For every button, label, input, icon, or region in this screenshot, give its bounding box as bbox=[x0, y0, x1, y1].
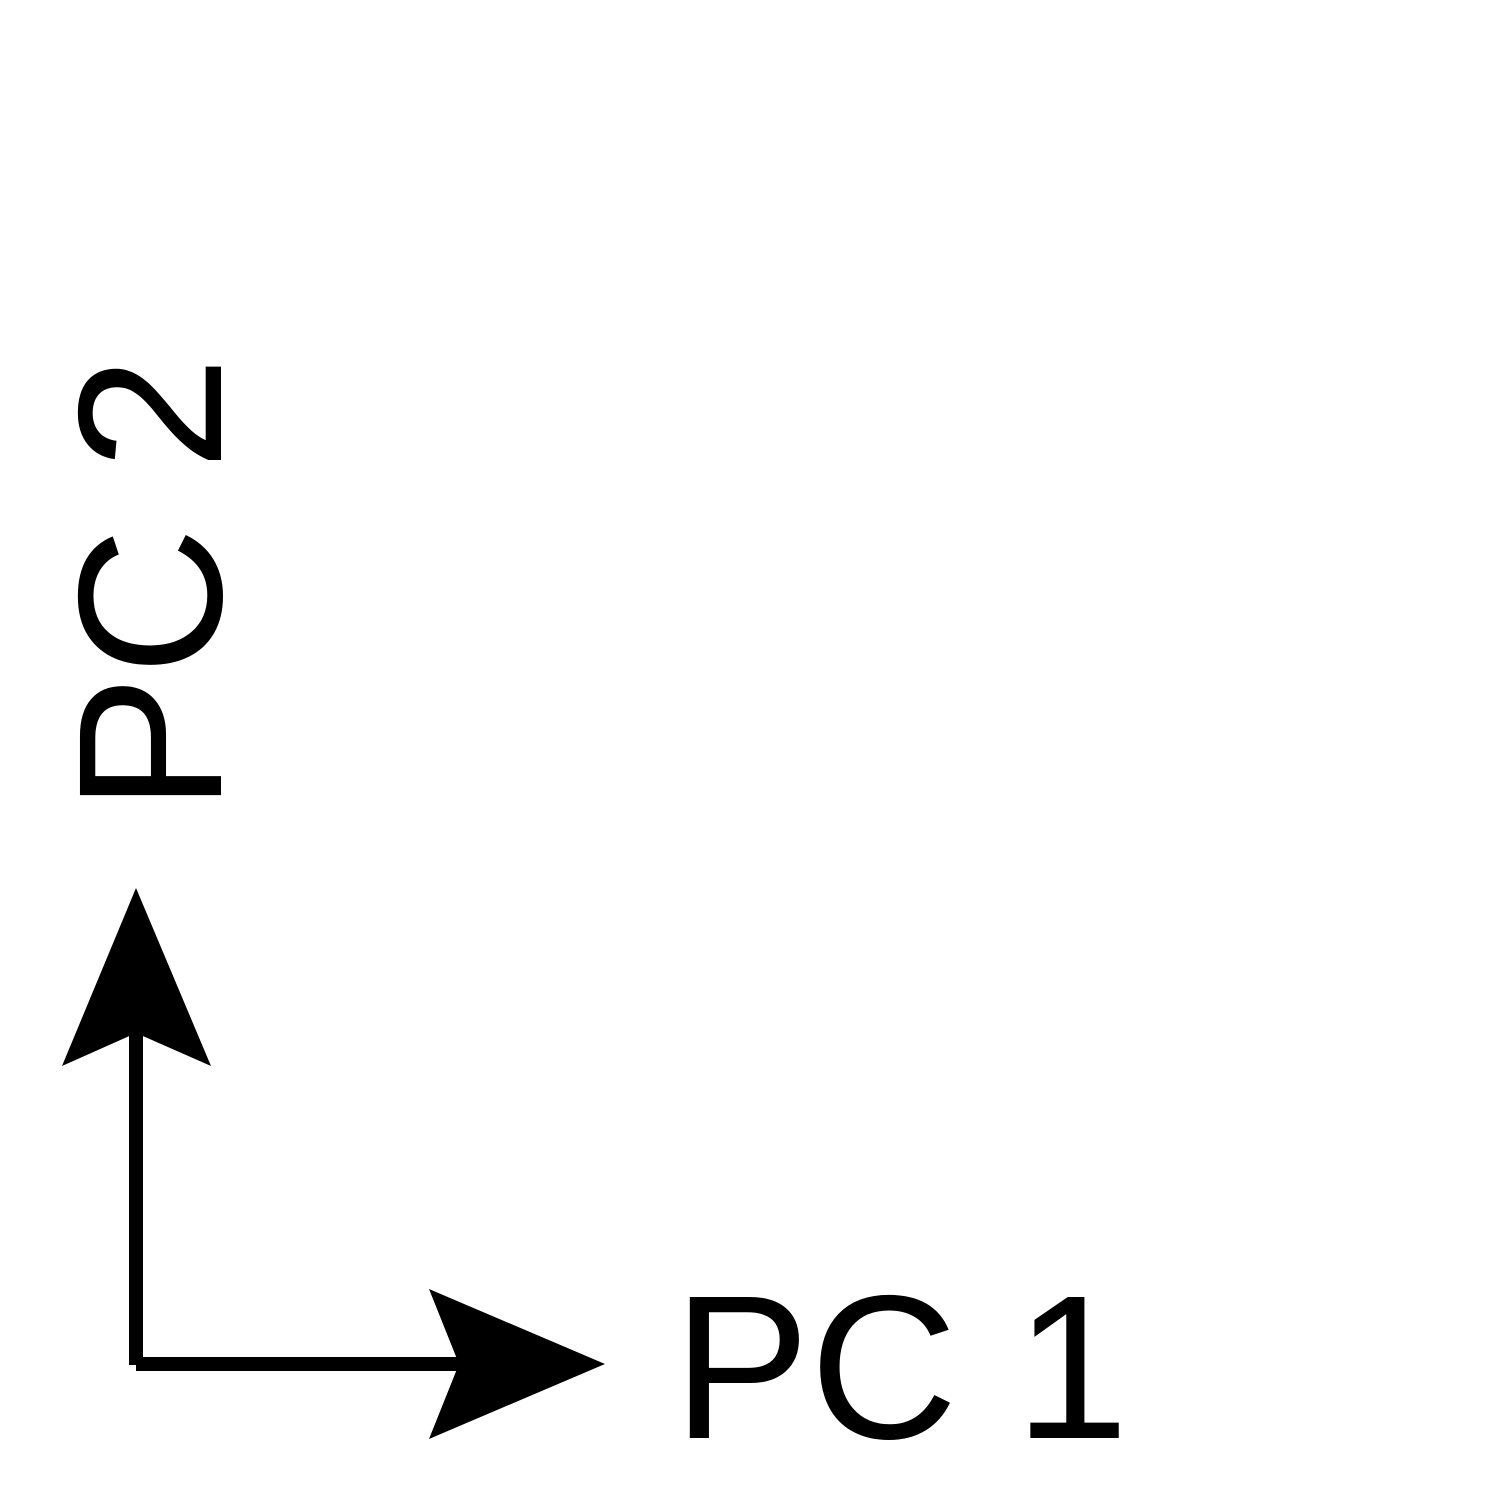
pc1-arrow-head bbox=[429, 1289, 605, 1439]
pc2-axis-label: PC 2 bbox=[36, 356, 265, 812]
pc2-arrow-head bbox=[62, 888, 211, 1066]
pc1-axis-label: PC 1 bbox=[673, 1253, 1129, 1482]
